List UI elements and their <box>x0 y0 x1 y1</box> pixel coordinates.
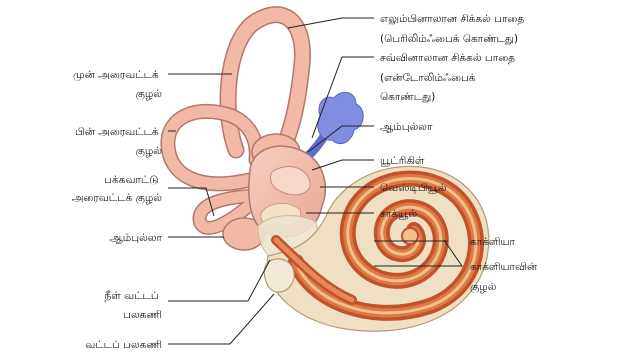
label-vestibule: வெஸ்டிபியூல் <box>380 182 447 194</box>
label-cochlea: காக்ளியா <box>470 236 516 248</box>
label-cochlear-duct: காக்ளியாவின் குழல் <box>470 261 541 295</box>
label-bony-labyrinth: எலும்பினாலான சிக்கல் பாதை (பெரிலிம்ஃபைக்… <box>380 13 528 45</box>
leader-oval-window <box>168 260 270 301</box>
label-membranous-labyrinth: சவ்வினாலான சிக்கல் பாதை (என்டோலிம்ஃபைக் … <box>380 52 518 103</box>
label-ampulla-right: ஆம்புல்லா <box>380 121 433 133</box>
label-saccule: சாக்யூல் <box>380 208 417 220</box>
label-oval-window: நீள் வட்டப் பலகணி <box>105 290 163 321</box>
label-ampulla-left: ஆம்புல்லா <box>110 232 163 244</box>
left-labels: முன் அரைவட்டக் குழல் பின் அரைவட்டக் குழல… <box>72 69 163 351</box>
anterior-semicircular-canal <box>228 15 302 150</box>
label-lateral-canal: பக்கவாட்டு அரைவட்டக் குழல் <box>72 174 163 206</box>
round-window-region <box>264 259 294 292</box>
label-utricle: யூட்ரிகிள் <box>380 155 425 167</box>
label-round-window: வட்டப் பலகணி <box>85 339 162 351</box>
label-posterior-canal: பின் அரைவட்டக் குழல் <box>75 126 162 159</box>
label-anterior-canal: முன் அரைவட்டக் குழல் <box>73 69 162 102</box>
